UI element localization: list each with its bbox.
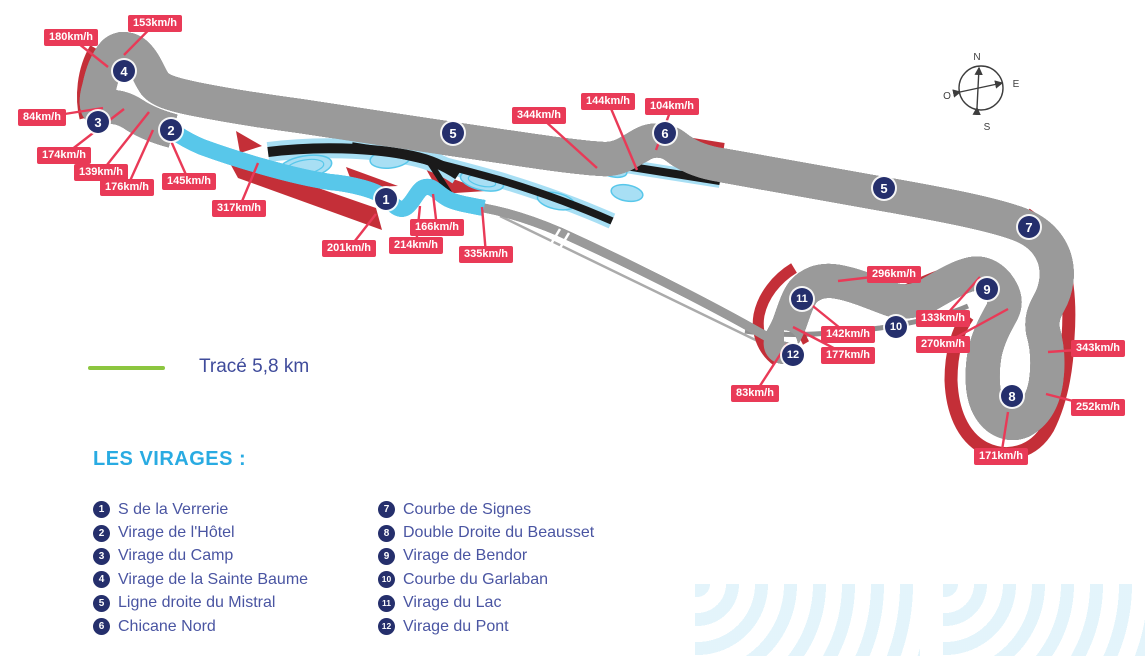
leader-line (100, 111, 150, 174)
turn-list-item-1: 1 S de la Verrerie (93, 498, 308, 521)
turn-name: Virage de la Sainte Baume (118, 570, 309, 588)
legend-label: Tracé 5,8 km (199, 356, 310, 377)
turn-number-badge: 8 (378, 524, 395, 542)
turn-list-item-4: 4 Virage de la Sainte Baume (93, 568, 308, 591)
turn-number-badge: 3 (93, 547, 110, 565)
turn-list-title: LES VIRAGES : (93, 448, 247, 470)
speed-label-145km-h: 145km/h (162, 173, 217, 191)
turn-list-item-10: 10 Courbe du Garlaban (378, 568, 594, 591)
turn-list-item-8: 8 Double Droite du Beausset (378, 521, 594, 544)
turn-number-badge: 10 (378, 571, 395, 589)
turn-list-item-11: 11 Virage du Lac (378, 592, 594, 615)
turn-list-item-2: 2 Virage de l'Hôtel (93, 521, 308, 544)
speed-label-142km-h: 142km/h (821, 326, 876, 344)
compass-north-label: N (973, 52, 980, 63)
speed-label-177km-h: 177km/h (821, 347, 876, 365)
turn-name: Ligne droite du Mistral (118, 594, 276, 612)
speed-label-166km-h: 166km/h (410, 219, 465, 237)
speed-label-270km-h: 270km/h (916, 336, 971, 354)
turn-list-item-3: 3 Virage du Camp (93, 545, 308, 568)
turn-name: Chicane Nord (118, 617, 216, 635)
track-turn-badge-5: 5 (442, 122, 464, 144)
track-turn-badge-4: 4 (113, 60, 135, 82)
speed-label-343km-h: 343km/h (1071, 340, 1126, 358)
turn-number-badge: 12 (378, 618, 395, 636)
speed-label-176km-h: 176km/h (100, 179, 155, 197)
compass-south-label: S (984, 122, 991, 133)
speed-label-171km-h: 171km/h (974, 448, 1029, 466)
track-turn-badge-11: 11 (791, 288, 813, 310)
turn-name: Virage de l'Hôtel (118, 524, 235, 542)
turn-name: Virage du Pont (403, 617, 509, 635)
track-turn-badge-10: 10 (885, 316, 907, 338)
track-turn-badge-5: 5 (873, 177, 895, 199)
turn-list-item-9: 9 Virage de Bendor (378, 545, 594, 568)
leader-line (538, 114, 598, 169)
turn-number-badge: 11 (378, 594, 395, 612)
speed-label-201km-h: 201km/h (322, 240, 377, 258)
turn-list-item-7: 7 Courbe de Signes (378, 498, 594, 521)
turn-number-badge: 4 (93, 571, 110, 589)
turn-number-badge: 1 (93, 501, 110, 519)
speed-label-335km-h: 335km/h (459, 246, 514, 264)
speed-label-296km-h: 296km/h (867, 266, 922, 284)
compass-east-label: E (1013, 79, 1020, 90)
speed-label-83km-h: 83km/h (731, 385, 779, 403)
turn-name: Virage de Bendor (403, 547, 528, 565)
turn-list-item-5: 5 Ligne droite du Mistral (93, 592, 308, 615)
track-turn-badge-8: 8 (1001, 385, 1023, 407)
compass-rose: N E S O (943, 52, 1020, 133)
legend-track-line (88, 366, 165, 370)
track-turn-badge-6: 6 (654, 122, 676, 144)
track-turn-badge-7: 7 (1018, 216, 1040, 238)
speed-label-214km-h: 214km/h (389, 237, 444, 255)
turn-list-item-12: 12 Virage du Pont (378, 615, 594, 638)
turn-list-item-6: 6 Chicane Nord (93, 615, 308, 638)
speed-label-153km-h: 153km/h (128, 15, 183, 33)
turn-name: Courbe du Garlaban (403, 570, 548, 588)
turn-name: Virage du Camp (118, 547, 234, 565)
turn-number-badge: 6 (93, 618, 110, 636)
turn-number-badge: 9 (378, 547, 395, 565)
turn-name: Virage du Lac (403, 594, 502, 612)
speed-label-174km-h: 174km/h (37, 147, 92, 165)
track-turn-badge-12: 12 (782, 344, 804, 366)
turn-name: Double Droite du Beausset (403, 524, 595, 542)
speed-label-344km-h: 344km/h (512, 107, 567, 125)
turn-number-badge: 2 (93, 524, 110, 542)
speed-label-180km-h: 180km/h (44, 29, 99, 47)
track-turn-badge-1: 1 (375, 188, 397, 210)
compass-west-label: O (943, 91, 951, 102)
speed-label-144km-h: 144km/h (581, 93, 636, 111)
turn-list-column-2: 7 Courbe de Signes 8 Double Droite du Beaus… (378, 498, 594, 638)
speed-label-133km-h: 133km/h (916, 310, 971, 328)
track-turn-badge-3: 3 (87, 111, 109, 133)
leader-line (125, 129, 155, 188)
speed-label-252km-h: 252km/h (1071, 399, 1126, 417)
track-turn-badge-2: 2 (160, 119, 182, 141)
speed-label-317km-h: 317km/h (212, 200, 267, 218)
turn-number-badge: 7 (378, 501, 395, 519)
turn-number-badge: 5 (93, 594, 110, 612)
track-turn-badge-9: 9 (976, 278, 998, 300)
turn-name: S de la Verrerie (118, 500, 229, 518)
speed-label-84km-h: 84km/h (18, 109, 66, 127)
speed-label-104km-h: 104km/h (645, 98, 700, 116)
back-straight-shadow (499, 214, 773, 350)
speed-label-139km-h: 139km/h (74, 164, 129, 182)
leader-line (606, 101, 639, 171)
straight-break-marks (549, 228, 571, 249)
turn-name: Courbe de Signes (403, 500, 532, 518)
